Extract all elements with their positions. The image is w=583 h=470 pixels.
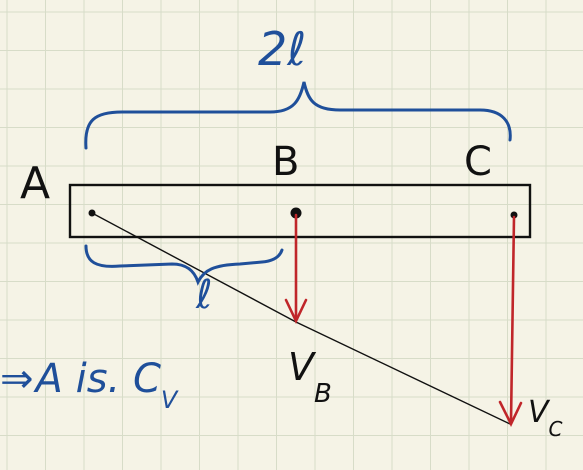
rigid-bar [68, 183, 532, 239]
velocity-arrow-b [284, 213, 308, 325]
brace-total-length [84, 81, 512, 150]
note-conclusion: ⇒A is. CV [0, 356, 179, 414]
label-point-a: A [20, 158, 50, 209]
velocity-arrow-c [498, 215, 523, 427]
label-point-c: C [464, 139, 492, 185]
label-total-length: 2ℓ [258, 22, 306, 76]
point-b-dot [290, 207, 302, 219]
point-c-dot [510, 211, 518, 219]
velocity-c-symbol: V [528, 395, 551, 430]
brace-ab-length [84, 244, 284, 286]
label-point-b: B [272, 139, 299, 185]
label-ab-length: ℓ [195, 272, 213, 318]
label-velocity-c: VC [528, 395, 563, 441]
velocity-b-symbol: V [288, 345, 317, 389]
note-subscript: V [161, 386, 179, 414]
note-arrow: ⇒ [0, 356, 34, 402]
velocity-c-subscript: C [549, 417, 563, 441]
label-velocity-b: VB [288, 345, 332, 409]
velocity-b-subscript: B [314, 379, 332, 409]
note-text: A is. C [33, 356, 161, 402]
